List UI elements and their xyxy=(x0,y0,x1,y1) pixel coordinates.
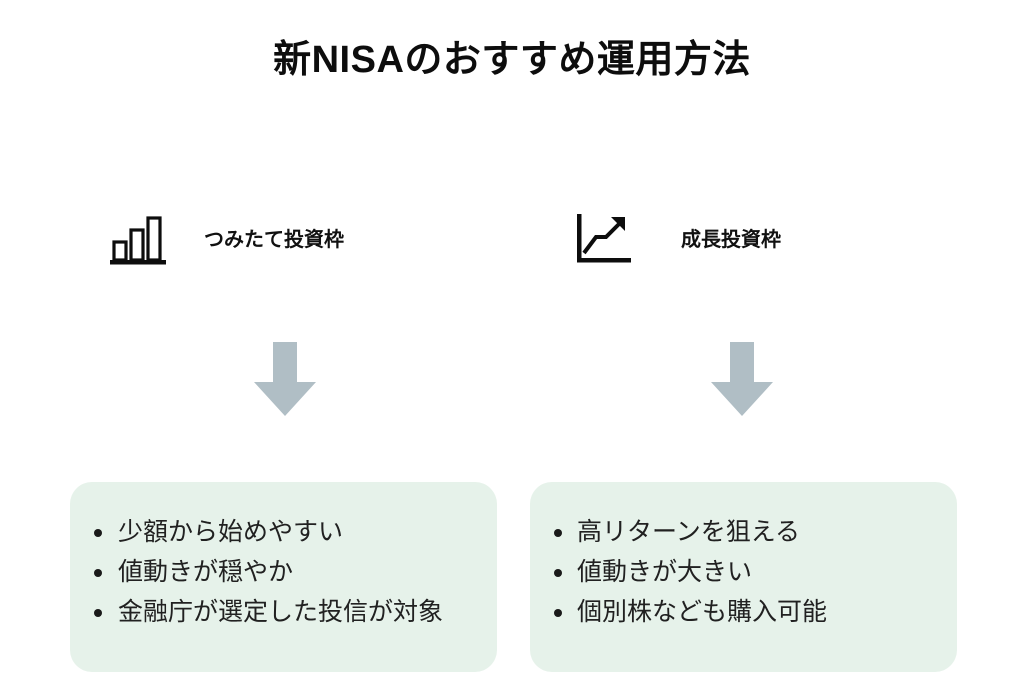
list-item: 金融庁が選定した投信が対象 xyxy=(70,592,497,632)
frame-header-tsumitate: つみたて投資枠 xyxy=(110,210,344,270)
frame-label-tsumitate: つみたて投資枠 xyxy=(204,229,344,251)
column-seicho: 成長投資枠 高リターンを狙える 値動きが大きい 個別株なども購入可能 xyxy=(520,0,980,683)
benefit-card-tsumitate: 少額から始めやすい 値動きが穏やか 金融庁が選定した投信が対象 xyxy=(70,482,497,672)
bar-chart-icon xyxy=(110,212,168,268)
column-tsumitate: つみたて投資枠 少額から始めやすい 値動きが穏やか 金融庁が選定した投信が対象 xyxy=(60,0,520,683)
down-arrow-icon-tsumitate xyxy=(246,340,324,418)
benefit-card-seicho: 高リターンを狙える 値動きが大きい 個別株なども購入可能 xyxy=(530,482,957,672)
page-title: 新NISAのおすすめ運用方法 xyxy=(273,39,751,81)
list-item: 高リターンを狙える xyxy=(530,512,957,552)
list-item: 個別株なども購入可能 xyxy=(530,592,957,632)
list-item: 値動きが大きい xyxy=(530,552,957,592)
list-item: 値動きが穏やか xyxy=(70,552,497,592)
frame-header-seicho: 成長投資枠 xyxy=(575,210,781,270)
frame-label-seicho: 成長投資枠 xyxy=(681,229,781,251)
down-arrow-icon-seicho xyxy=(703,340,781,418)
benefit-list-seicho: 高リターンを狙える 値動きが大きい 個別株なども購入可能 xyxy=(530,482,957,632)
list-item: 少額から始めやすい xyxy=(70,512,497,552)
benefit-list-tsumitate: 少額から始めやすい 値動きが穏やか 金融庁が選定した投信が対象 xyxy=(70,482,497,632)
line-chart-up-icon xyxy=(575,212,633,268)
